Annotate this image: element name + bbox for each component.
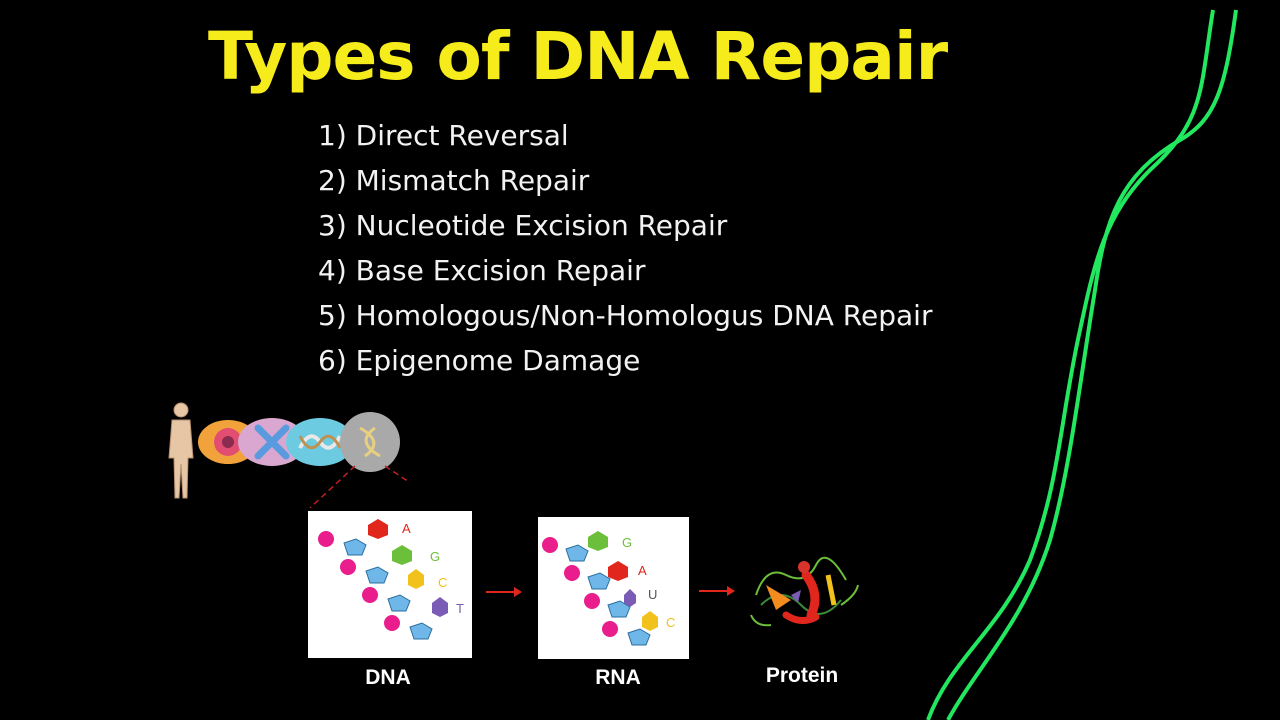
human-body-icon [168, 402, 194, 499]
list-item: 6) Epigenome Damage [318, 344, 641, 377]
list-item: 2) Mismatch Repair [318, 164, 590, 197]
base-label: U [648, 587, 657, 602]
list-item: 5) Homologous/Non-Homologus DNA Repair [318, 299, 933, 332]
protein-caption: Protein [765, 664, 839, 687]
base-label: C [438, 575, 447, 590]
repair-types-list: 1) Direct Reversal 2) Mismatch Repair 3)… [318, 116, 932, 386]
base-label: C [666, 615, 675, 630]
base-label: G [622, 535, 632, 550]
arrow-right-icon [486, 587, 522, 597]
base-label: A [638, 563, 647, 578]
dna-structure-illustration: A G C T [318, 519, 464, 640]
base-label: G [430, 549, 440, 564]
body-to-dna-zoom-illustration [168, 402, 410, 508]
rna-panel: G A U C [538, 517, 689, 659]
base-label: T [456, 601, 464, 616]
list-item: 3) Nucleotide Excision Repair [318, 209, 728, 242]
dna-panel: A G C T [308, 511, 472, 658]
rna-caption: RNA [595, 666, 641, 689]
arrow-right-icon [699, 586, 735, 596]
slide-title: Types of DNA Repair [208, 18, 948, 95]
list-item: 1) Direct Reversal [318, 119, 569, 152]
base-label: A [402, 521, 411, 536]
dna-caption: DNA [365, 666, 411, 689]
protein-structure-icon [750, 556, 859, 627]
rna-structure-illustration: G A U C [542, 531, 675, 646]
list-item: 4) Base Excision Repair [318, 254, 646, 287]
